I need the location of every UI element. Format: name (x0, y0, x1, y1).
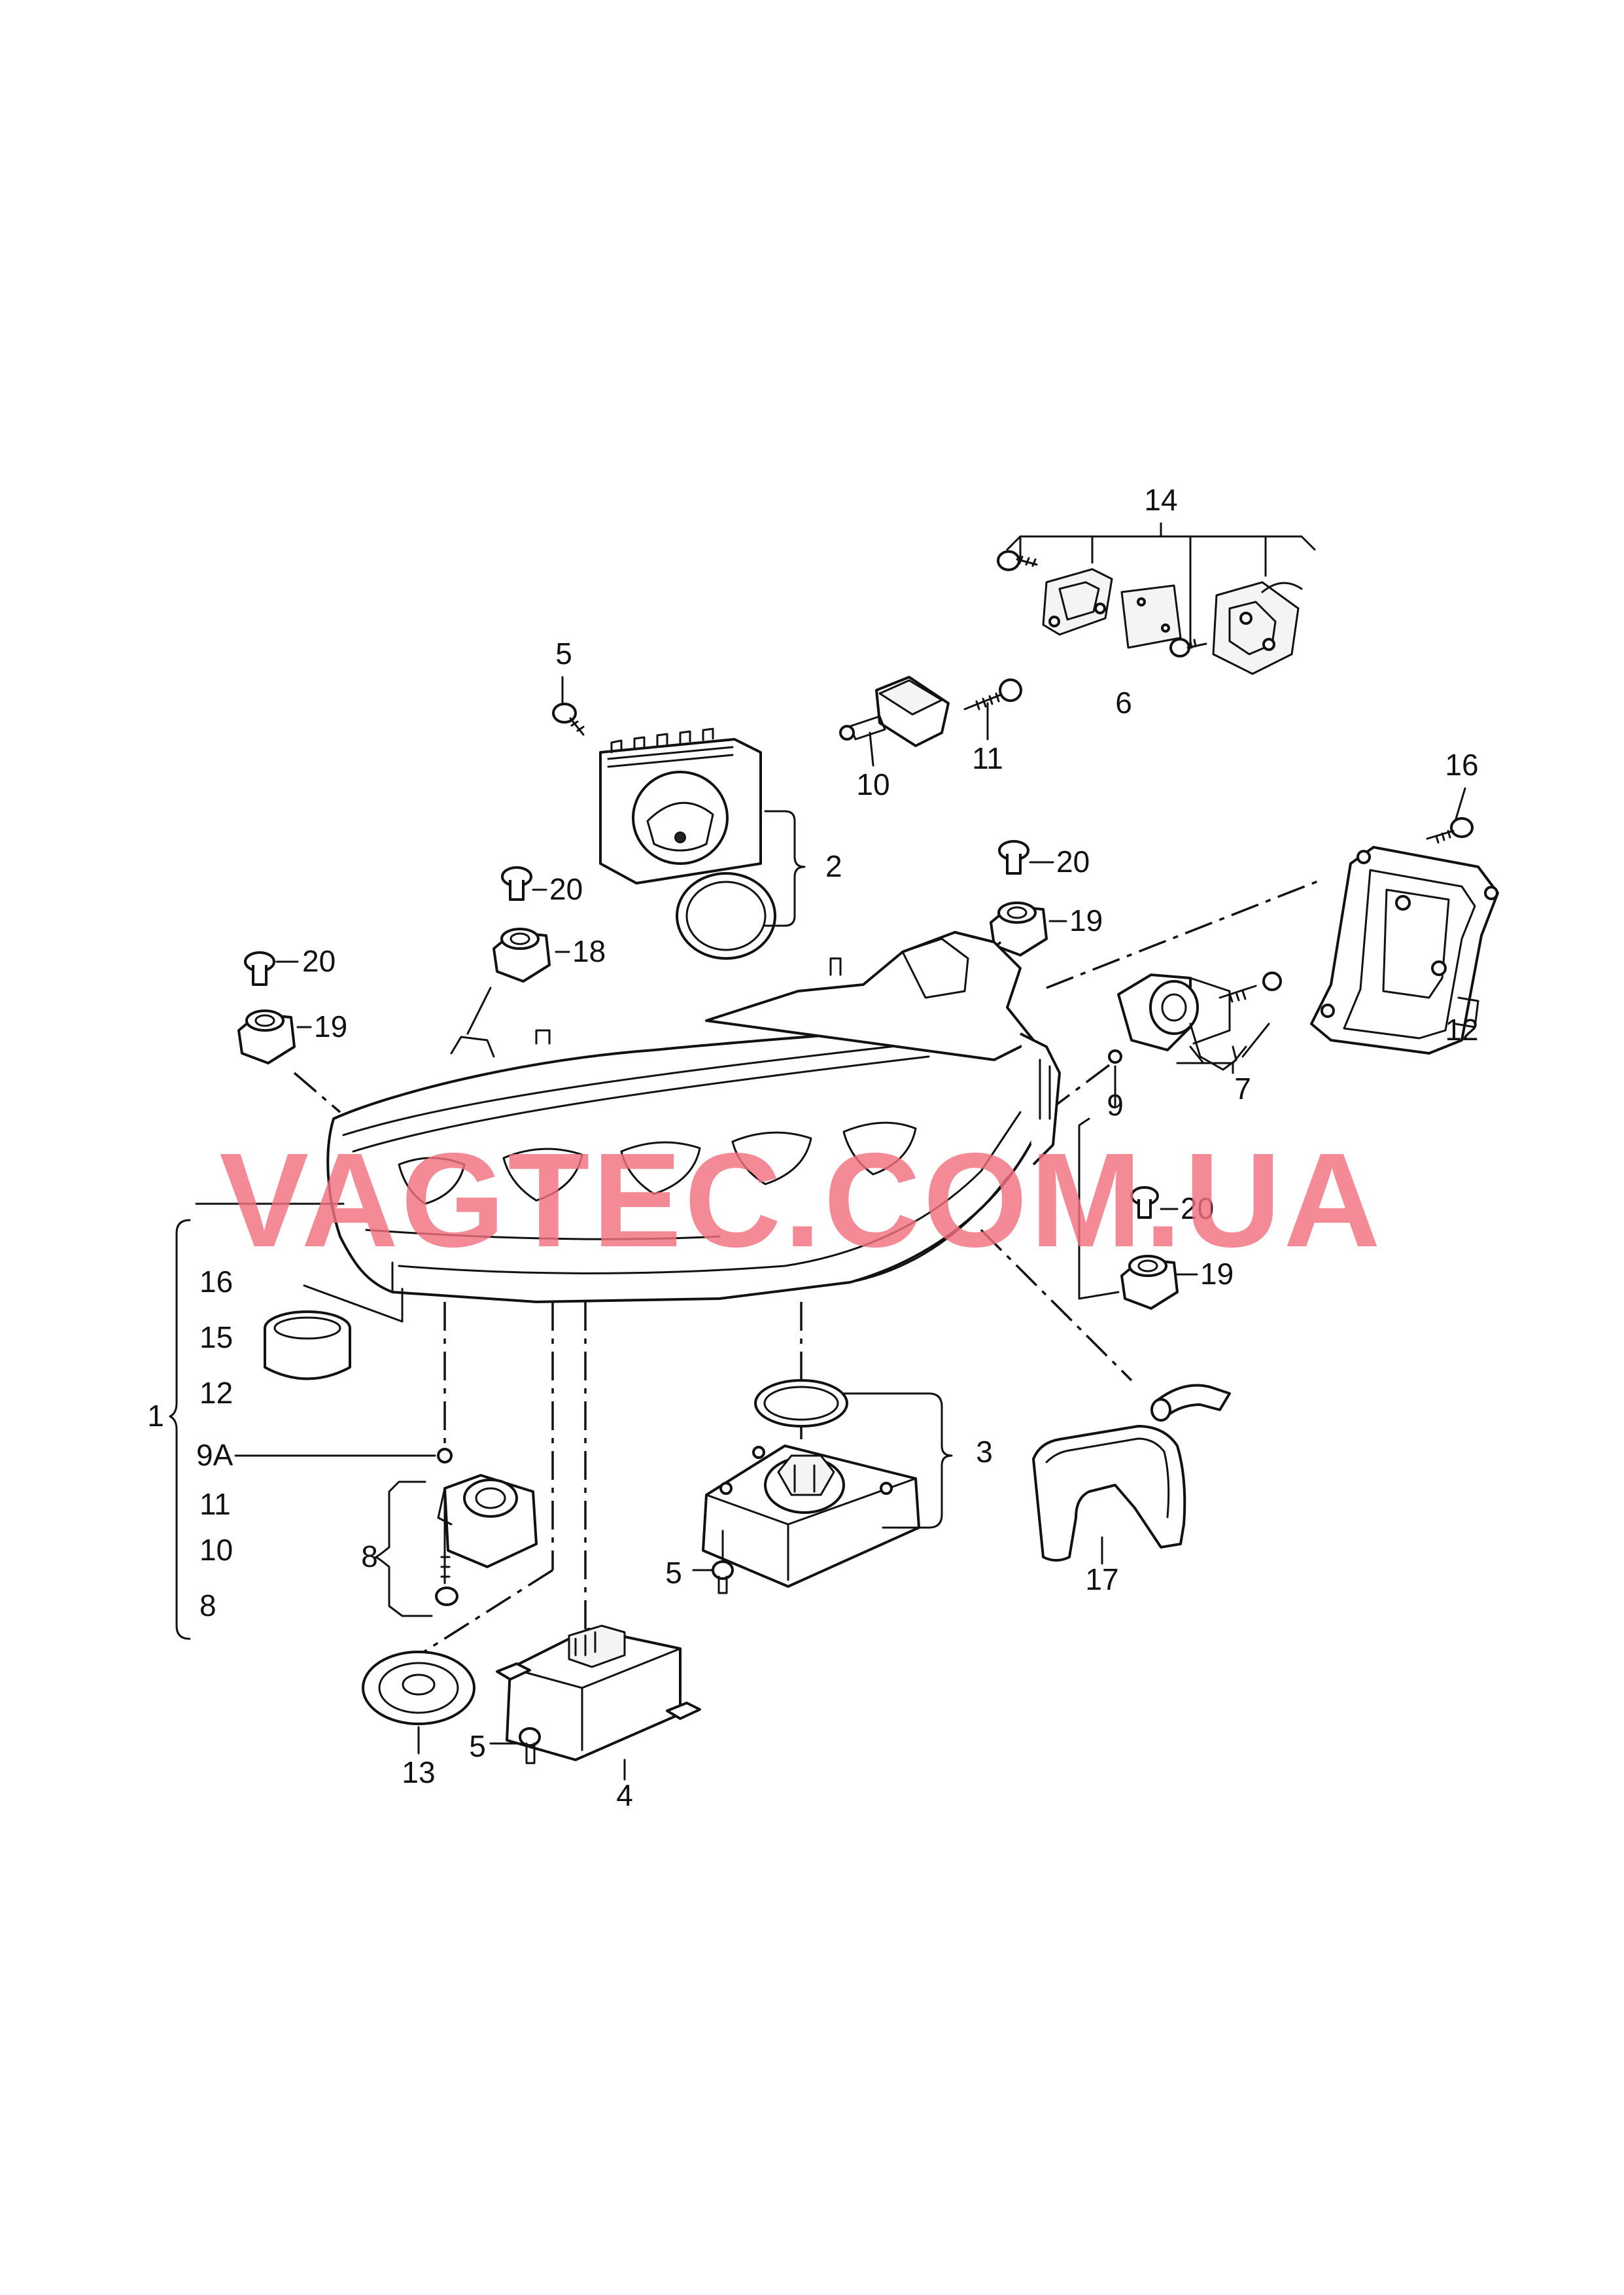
callout-3: 3 (976, 1435, 993, 1469)
callout-5-mid: 5 (665, 1556, 682, 1590)
part-8-adjuster-motor (375, 1474, 538, 1617)
callout-20-b: 20 (302, 944, 336, 978)
callout-12-right: 12 (1445, 1013, 1478, 1047)
callout-20-a: 20 (549, 872, 583, 906)
part-18-clip (466, 928, 570, 1035)
callout-20-c: 20 (1056, 845, 1090, 879)
watermark-text: VAGTEC.COM.UA (219, 1125, 1383, 1275)
callout-6: 6 (1115, 686, 1132, 720)
callout-16-top: 16 (1445, 748, 1478, 782)
sublist-9a: 9A (196, 1438, 233, 1472)
part-3-led-module (702, 1379, 953, 1588)
callout-19-c: 19 (1200, 1257, 1234, 1291)
callout-17: 17 (1085, 1562, 1118, 1596)
part-1-headlight-housing (326, 931, 1061, 1303)
part-10-level-sensor (839, 676, 950, 767)
part-9a-washer (234, 1448, 453, 1463)
callout-9: 9 (1107, 1088, 1124, 1122)
part-2-control-unit (552, 676, 806, 960)
part-1-sublist: 16 15 12 9A 11 10 8 (196, 1265, 233, 1622)
part-7-adjuster-unit (1108, 972, 1282, 1107)
fastener-20-d (1130, 1186, 1179, 1219)
callout-8: 8 (361, 1539, 378, 1573)
callout-13: 13 (402, 1755, 435, 1789)
part-19-clip-a (237, 1009, 341, 1113)
sublist-12: 12 (199, 1376, 233, 1410)
callout-labels: 14 6 5 11 10 2 16 20 20 20 20 18 19 19 1… (147, 483, 1478, 1812)
sublist-10: 10 (199, 1533, 233, 1567)
callout-4: 4 (616, 1778, 633, 1812)
part-1-group-bracket (169, 1202, 345, 1640)
fastener-5-mid (692, 1530, 734, 1594)
callout-20-d: 20 (1181, 1191, 1214, 1225)
callout-2: 2 (825, 849, 842, 883)
callout-1: 1 (147, 1399, 164, 1433)
fastener-5-bottom (489, 1727, 541, 1764)
part-11-screw (963, 678, 1022, 741)
sublist-16: 16 (199, 1265, 233, 1299)
sublist-11: 11 (199, 1487, 231, 1521)
callout-5-bottom: 5 (469, 1729, 486, 1763)
callout-14: 14 (1144, 483, 1177, 517)
callout-19-b: 19 (1069, 903, 1103, 937)
fastener-20-b (244, 951, 299, 986)
fastener-20-c (998, 840, 1054, 875)
sublist-8: 8 (199, 1588, 216, 1622)
part-12-housing-cover (1310, 787, 1499, 1055)
part-17-seal (1032, 1384, 1231, 1565)
callout-18: 18 (572, 934, 606, 968)
part-19-clip-c (1078, 1117, 1198, 1310)
part-14-adjuster-kit (997, 522, 1316, 675)
callout-10: 10 (856, 767, 890, 801)
callout-11: 11 (972, 741, 1003, 775)
callout-19-a: 19 (314, 1009, 347, 1043)
callout-5-top: 5 (555, 637, 572, 671)
part-15-cap (264, 1284, 404, 1380)
sublist-15: 15 (199, 1320, 233, 1354)
part-13-grommet (362, 1651, 475, 1755)
part-4-ballast (496, 1624, 701, 1781)
callout-7: 7 (1234, 1072, 1251, 1106)
fastener-20-a (501, 866, 547, 901)
